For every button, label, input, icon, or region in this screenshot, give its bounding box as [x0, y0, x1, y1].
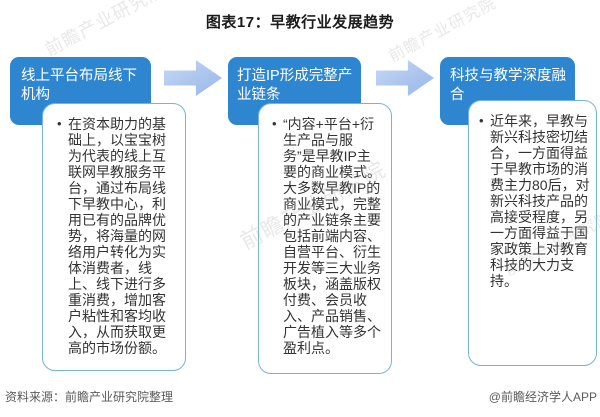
- bullet-icon: •: [479, 113, 484, 128]
- stage-body-ip-chain: “内容+平台+衍生产品与服务”是早教IP主要的商业模式。大多数早教IP的商业模式…: [283, 116, 381, 356]
- stage-body-online-platform: 在资本助力的基础上，以宝宝树为代表的线上互联网早教服务平台，通过布局线下早教中心…: [68, 116, 166, 356]
- bullet-icon: •: [272, 116, 277, 131]
- bullet-icon: •: [57, 116, 62, 131]
- arrow-right-icon: [376, 60, 434, 96]
- stage-card-online-platform: • 在资本助力的基础上，以宝宝树为代表的线上互联网早教服务平台，通过布局线下早教…: [42, 103, 186, 371]
- chart-title: 图表17：早教行业发展趋势: [205, 14, 395, 31]
- app-credit: @前瞻经济学人APP: [488, 390, 597, 404]
- stage-body-tech-teaching: 近年来，早教与新兴科技密切结合，一方面得益于早教市场的消费主力80后，对新兴科技…: [490, 113, 590, 289]
- stage-card-tech-teaching: • 近年来，早教与新兴科技密切结合，一方面得益于早教市场的消费主力80后，对新兴…: [468, 100, 597, 366]
- stage-card-ip-chain: • “内容+平台+衍生产品与服务”是早教IP主要的商业模式。大多数早教IP的商业…: [258, 103, 392, 374]
- arrow-right-icon: [164, 60, 222, 96]
- source-note: 资料来源：前瞻产业研究院整理: [5, 390, 174, 404]
